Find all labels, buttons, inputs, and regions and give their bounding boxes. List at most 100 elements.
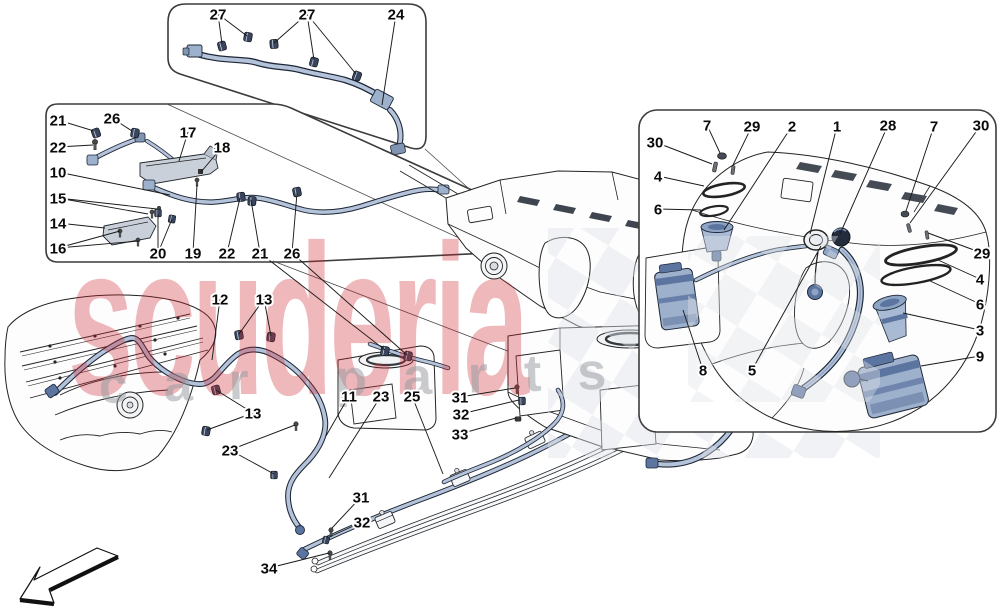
leader-line (57, 197, 158, 210)
leader-line (111, 117, 133, 132)
pump-detail-panel (638, 109, 997, 433)
callout-14: 14 (48, 214, 106, 235)
callout-31: 31 (450, 388, 516, 409)
callout-27: 27 (273, 5, 357, 75)
engine-hose-drawing (44, 329, 329, 535)
leader-line (215, 389, 254, 414)
callout-6: 6 (927, 279, 986, 316)
callout-10: 10 (48, 163, 171, 196)
callout-label: 19 (185, 246, 202, 263)
leader-line (654, 141, 713, 165)
callout-28: 28 (839, 116, 898, 235)
leader-line (250, 199, 261, 254)
leader-line (306, 13, 357, 75)
leader-line (459, 417, 517, 435)
leader-line (192, 184, 198, 254)
leader-line (331, 496, 362, 529)
callout-label: 12 (212, 292, 229, 309)
leader-line (381, 13, 397, 106)
callout-label: 32 (354, 515, 371, 532)
callout-label: 23 (373, 389, 390, 406)
leader-line (57, 144, 94, 148)
leader-line (57, 240, 140, 249)
leader-line (657, 208, 702, 211)
leader-line (460, 399, 520, 415)
leader-line (57, 171, 171, 196)
callout-22: 22 (48, 138, 94, 159)
leader-line (157, 218, 173, 254)
direction-arrow (19, 547, 119, 607)
callout-13: 13 (238, 290, 274, 337)
callout-label: 28 (880, 118, 897, 135)
callout-16: 16 (48, 230, 140, 260)
leader-line (902, 312, 981, 331)
leader-line (291, 192, 298, 254)
callout-label: 34 (261, 561, 278, 578)
leader-line (723, 125, 793, 231)
callout-label: 32 (453, 407, 470, 424)
callout-6: 6 (652, 200, 702, 221)
fasteners (711, 152, 930, 240)
callout-label: 33 (452, 427, 469, 444)
callout-label: 26 (104, 111, 121, 128)
callout-label: 25 (404, 389, 421, 406)
checker-flag-watermark (688, 236, 880, 402)
leader-line (57, 197, 149, 215)
leader-line (57, 230, 121, 249)
leader-line (328, 395, 382, 479)
leader-line (909, 124, 982, 224)
leader-line (905, 125, 935, 212)
callout-label: 10 (50, 165, 67, 182)
callout-11: 11 (325, 387, 359, 437)
leader-line (57, 119, 95, 132)
callout-label: 13 (245, 406, 262, 423)
callout-31: 31 (331, 488, 371, 529)
callout-30: 30 (645, 133, 713, 165)
leader-line (927, 279, 981, 305)
callout-13: 13 (206, 389, 263, 431)
callout-29: 29 (732, 117, 762, 166)
callout-label: 6 (976, 297, 984, 314)
callout-label: 7 (930, 119, 938, 136)
callout-label: 11 (341, 389, 357, 406)
callout-1: 1 (809, 117, 843, 235)
callout-label: 31 (353, 490, 370, 507)
leader-line (268, 552, 330, 569)
callout-label: 30 (647, 135, 664, 152)
callout-15: 15 (48, 189, 158, 215)
left-hoses-drawing (86, 103, 591, 299)
leader-line (927, 232, 983, 254)
callout-label: 30 (973, 118, 990, 135)
callout-32: 32 (451, 399, 520, 426)
leader-line (325, 395, 350, 437)
callout-label: 5 (748, 363, 756, 380)
callout-4: 4 (937, 259, 987, 291)
top-hose-drawing (182, 31, 406, 156)
pump-funnel-right (872, 294, 908, 343)
callout-label: 7 (703, 118, 711, 135)
callout-label: 24 (388, 7, 405, 24)
callout-29: 29 (927, 232, 992, 265)
callout-label: 16 (50, 241, 67, 258)
callout-19: 19 (183, 184, 203, 265)
callout-label: 31 (452, 390, 469, 407)
callout-12: 12 (210, 290, 230, 361)
callout-27: 27 (208, 5, 248, 45)
callout-7: 7 (905, 117, 940, 212)
callout-label: 21 (252, 246, 269, 263)
callout-18: 18 (200, 138, 232, 173)
leader-line (178, 131, 189, 162)
leader-line (920, 355, 981, 367)
callout-label: 18 (214, 140, 231, 157)
leader-line (229, 449, 275, 475)
callout-label: 29 (974, 246, 991, 263)
leader-line (657, 175, 705, 187)
callout-22: 22 (217, 197, 241, 265)
callout-label: 2 (788, 119, 796, 136)
leader-line (217, 13, 223, 45)
callout-label: 9 (976, 349, 984, 366)
callout-label: 20 (150, 246, 167, 263)
leader-line (211, 298, 221, 361)
